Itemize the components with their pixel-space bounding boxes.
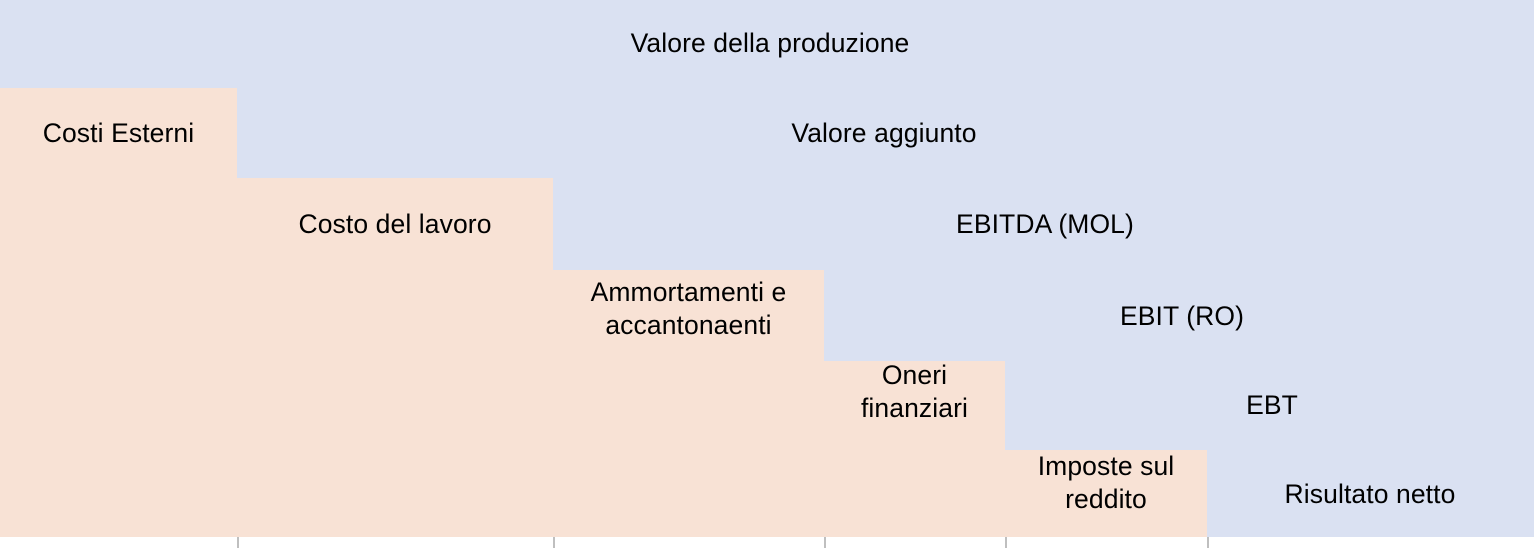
cost-step-label-costo-del-lavoro: Costo del lavoro	[298, 209, 492, 239]
cost-step-ammortamenti[interactable]	[553, 270, 824, 537]
cost-step-imposte-sul-reddito[interactable]	[1005, 450, 1207, 537]
axis-tick-2	[553, 537, 555, 548]
axis-tick-4	[1005, 537, 1007, 548]
cost-step-costo-del-lavoro[interactable]	[237, 178, 553, 537]
margin-label-ebitda-mol: EBITDA (MOL)	[956, 209, 1134, 239]
cost-step-label-oneri-finanziari: Oneri finanziari	[860, 360, 969, 423]
cost-step-label-ammortamenti: Ammortamenti e accantonaenti	[590, 277, 787, 340]
margin-label-valore-della-produzione: Valore della produzione	[630, 28, 910, 58]
axis-tick-1	[237, 537, 239, 548]
axis-tick-5	[1207, 537, 1209, 548]
cost-step-label-imposte-sul-reddito: Imposte sul reddito	[1037, 451, 1175, 514]
margin-label-valore-aggiunto: Valore aggiunto	[791, 118, 977, 148]
margin-label-ebt: EBT	[1246, 390, 1298, 420]
cost-step-oneri-finanziari[interactable]	[824, 361, 1005, 537]
margin-label-ebit-ro: EBIT (RO)	[1119, 301, 1245, 331]
cost-step-costi-esterni[interactable]	[0, 88, 237, 537]
cost-step-label-costi-esterni: Costi Esterni	[42, 118, 195, 148]
axis-tick-3	[824, 537, 826, 548]
margin-label-risultato-netto: Risultato netto	[1284, 479, 1456, 509]
